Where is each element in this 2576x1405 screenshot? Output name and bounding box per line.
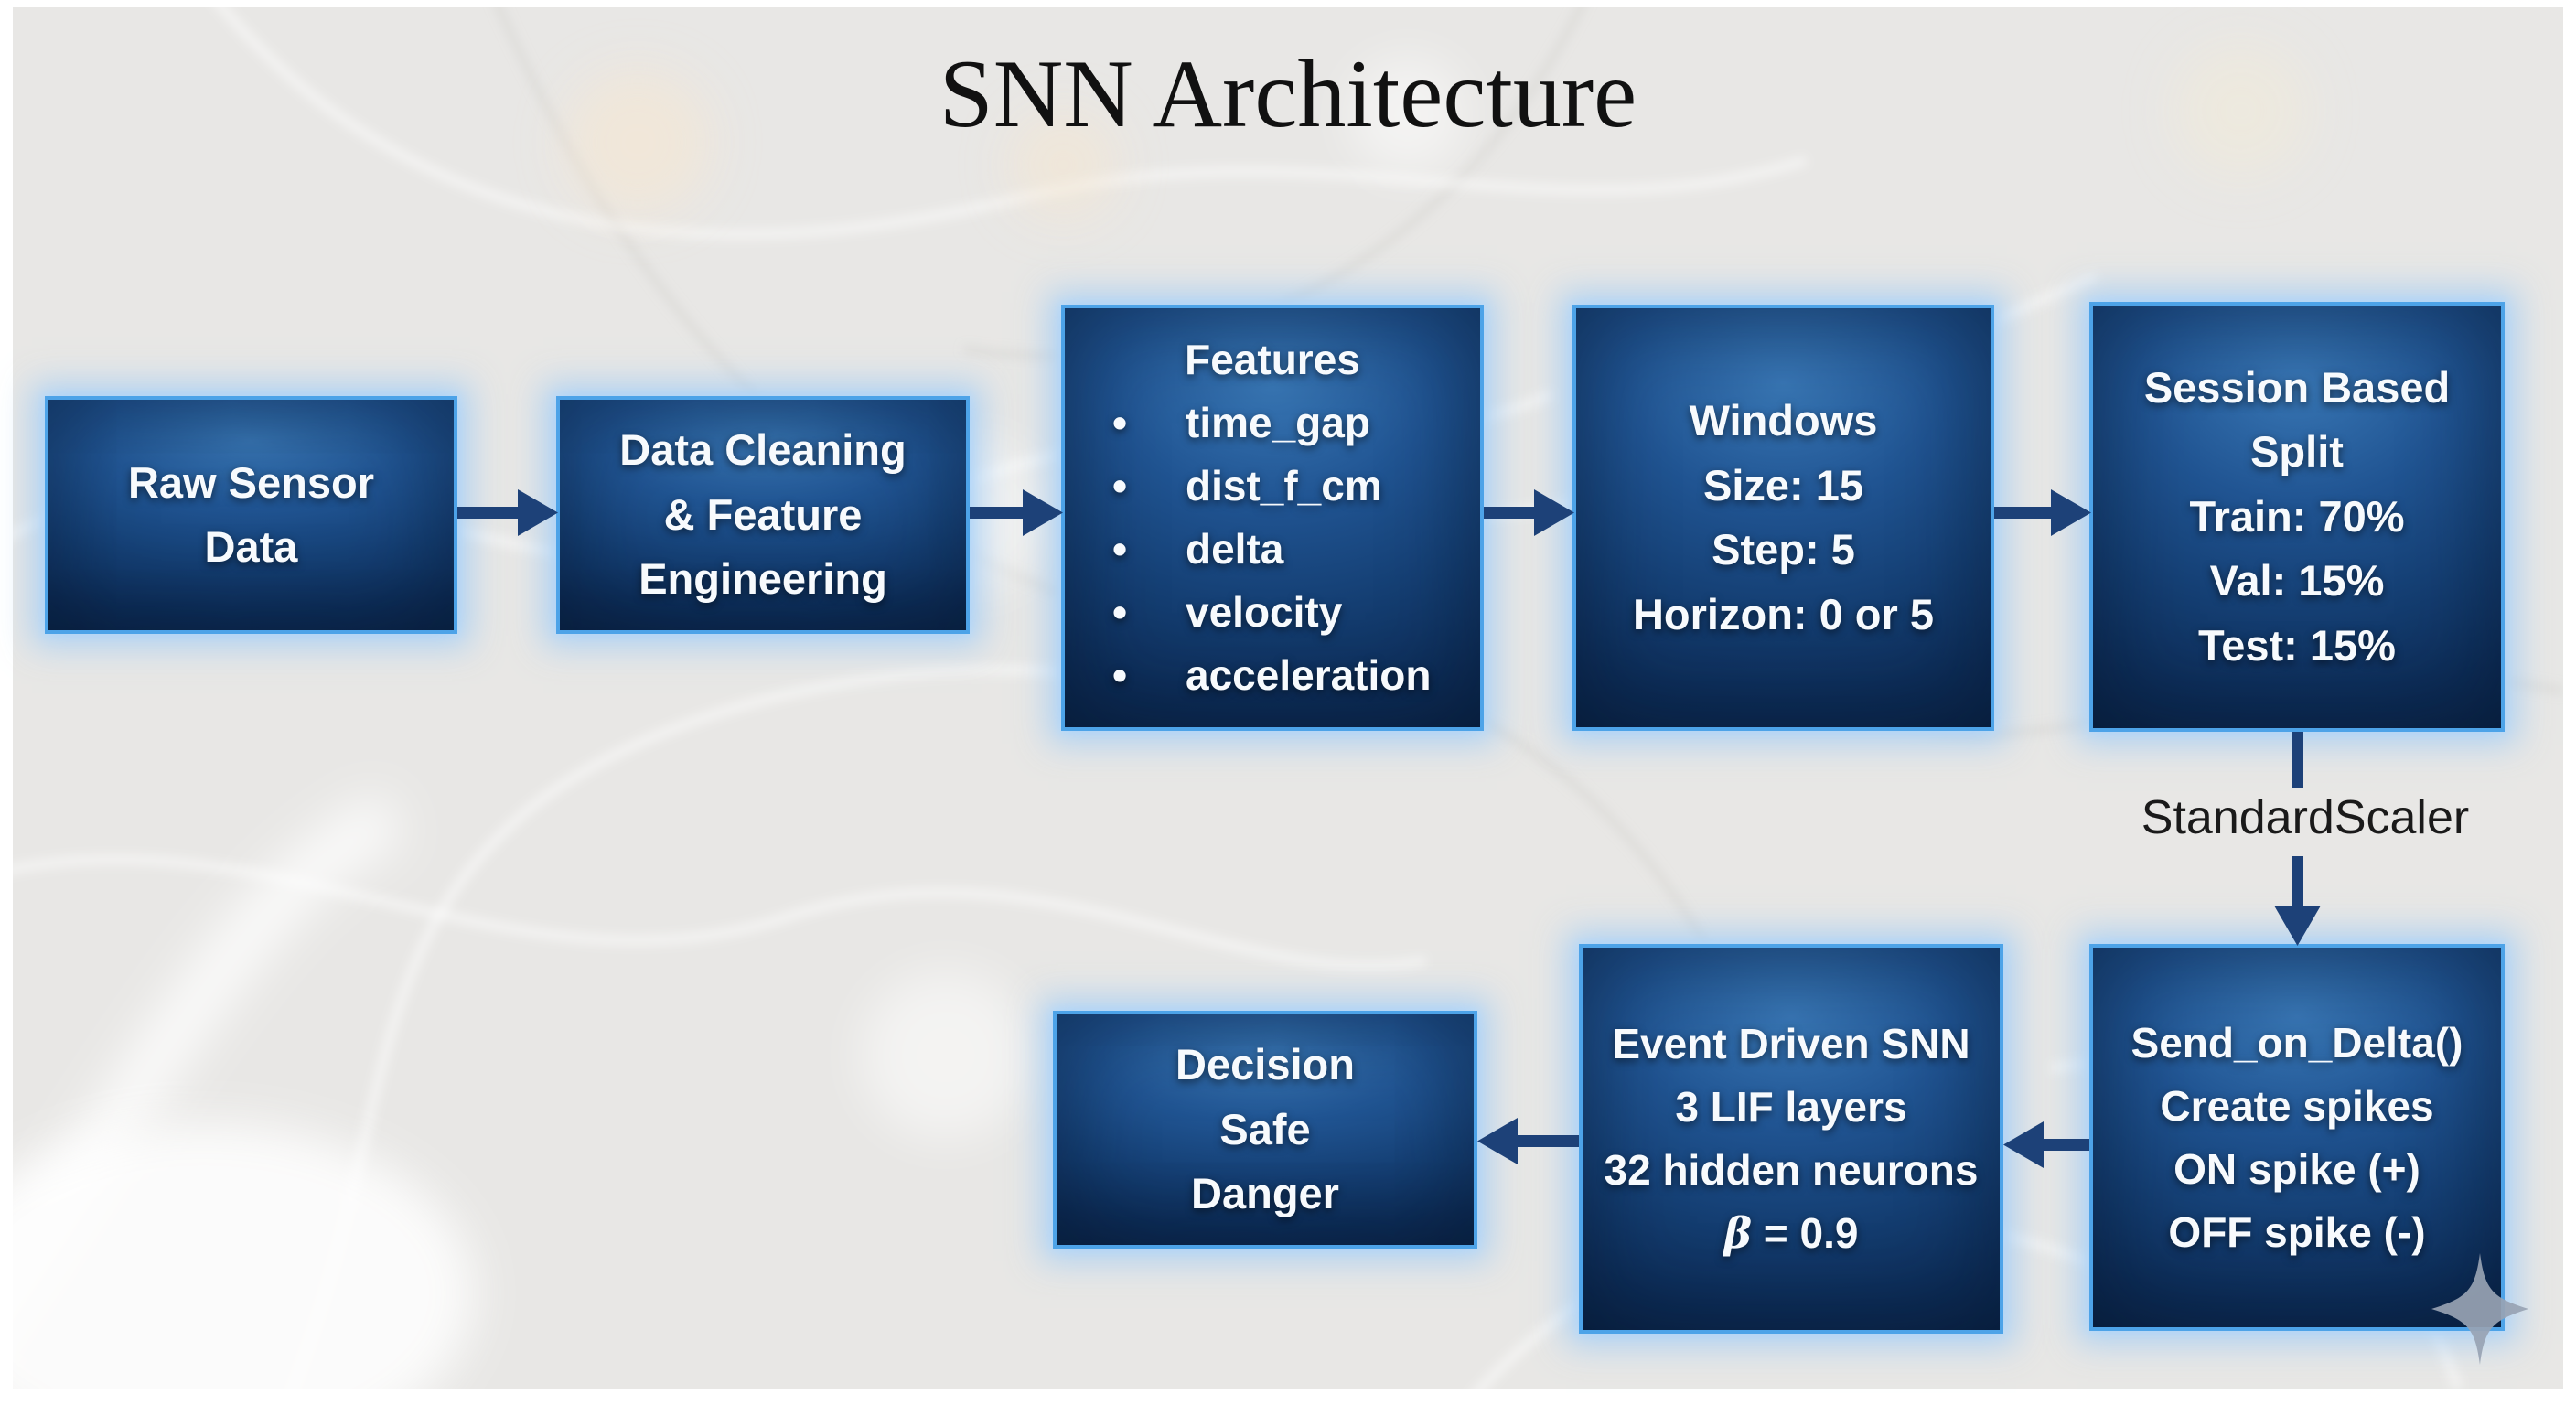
box-send-on-delta-label: Send_on_Delta() Create spikes ON spike (… (2131, 1018, 2463, 1256)
feature-label: dist_f_cm (1186, 462, 1382, 509)
bullet-icon: • (1112, 588, 1128, 636)
bullet-icon: • (1112, 525, 1128, 573)
box-features: Features • time_gap • dist_f_cm • delta • ve… (1061, 305, 1484, 731)
bullet-icon: • (1112, 462, 1128, 509)
list-item: • acceleration (1065, 644, 1480, 707)
box-session-based-split: Session Based Split Train: 70% Val: 15% … (2089, 302, 2505, 732)
features-list: • time_gap • dist_f_cm • delta • velocity • a… (1065, 391, 1480, 707)
bullet-icon: • (1112, 651, 1128, 699)
box-send-on-delta: Send_on_Delta() Create spikes ON spike (… (2089, 944, 2505, 1331)
box-windows-label: Windows Size: 15 Step: 5 Horizon: 0 or 5 (1632, 396, 1935, 638)
beta-symbol: β (1723, 1208, 1753, 1258)
box-session-based-split-label: Session Based Split Train: 70% Val: 15% … (2143, 362, 2451, 670)
box-decision-label: Decision Safe Danger (1175, 1040, 1355, 1218)
box-event-driven-snn: Event Driven SNN 3 LIF layers 32 hidden … (1579, 944, 2003, 1334)
feature-label: delta (1186, 525, 1284, 573)
list-item: • dist_f_cm (1065, 455, 1480, 518)
sparkle-icon (2431, 1253, 2528, 1365)
page-title: SNN Architecture (939, 40, 1637, 147)
feature-label: time_gap (1186, 399, 1370, 446)
box-windows: Windows Size: 15 Step: 5 Horizon: 0 or 5 (1572, 305, 1994, 731)
box-raw-sensor-data: Raw Sensor Data (45, 396, 457, 634)
list-item: • time_gap (1065, 391, 1480, 455)
box-raw-sensor-data-label: Raw Sensor Data (127, 457, 375, 572)
box-data-cleaning: Data Cleaning & Feature Engineering (556, 396, 970, 634)
features-heading: Features (1185, 336, 1360, 383)
standard-scaler-annotation: StandardScaler (2141, 791, 2470, 844)
beta-value: = 0.9 (1752, 1209, 1859, 1257)
box-data-cleaning-label: Data Cleaning & Feature Engineering (619, 425, 907, 604)
bullet-icon: • (1112, 399, 1128, 446)
feature-label: acceleration (1186, 651, 1432, 699)
list-item: • velocity (1065, 581, 1480, 644)
box-decision: Decision Safe Danger (1053, 1011, 1477, 1249)
box-event-driven-snn-label: Event Driven SNN 3 LIF layers 32 hidden … (1604, 1020, 1979, 1194)
list-item: • delta (1065, 518, 1480, 581)
beta-parameter: β = 0.9 (1724, 1202, 1859, 1265)
feature-label: velocity (1186, 588, 1343, 636)
